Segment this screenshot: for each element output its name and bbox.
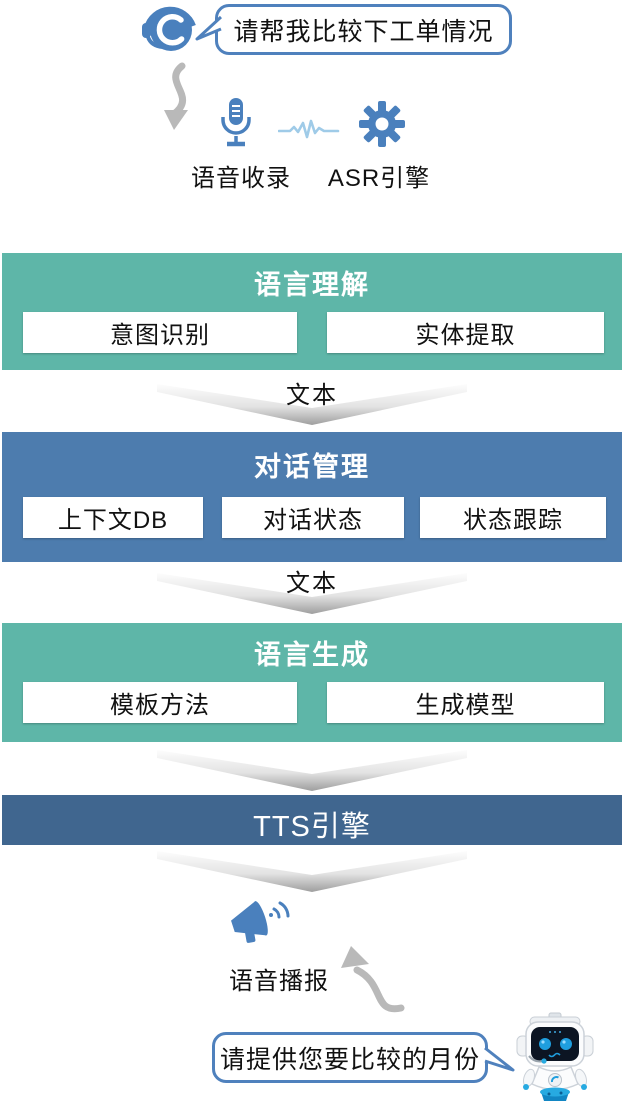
module-label: 意图识别	[110, 322, 210, 349]
chevron-down-arrow	[157, 750, 467, 791]
stage-title: 对话管理	[254, 452, 370, 482]
voice-broadcast-label: 语音播报	[217, 961, 341, 996]
module-entity-extraction: 实体提取	[327, 312, 604, 353]
headset-agent-icon	[142, 6, 196, 51]
voice-broadcast-text: 语音播报	[229, 968, 329, 995]
waveform-icon	[278, 119, 340, 139]
stage-title: 语言理解	[254, 270, 370, 300]
module-intent-recognition: 意图识别	[23, 312, 297, 353]
chevron-down-arrow	[157, 573, 467, 614]
user-speech-text: 请帮我比较下工单情况	[233, 17, 494, 46]
megaphone-icon	[231, 901, 290, 943]
module-label: 模板方法	[110, 692, 210, 719]
connector-text: 文本	[286, 570, 338, 597]
speech-bubble-tail-left	[195, 15, 222, 41]
bot-speech-text: 请提供您要比较的月份	[219, 1045, 480, 1074]
module-generation-model: 生成模型	[327, 682, 604, 723]
stage-title: TTS引擎	[253, 811, 371, 843]
bot-speech-bubble: 请提供您要比较的月份	[212, 1032, 488, 1083]
stage-title: 语言生成	[254, 640, 370, 670]
module-template-method: 模板方法	[23, 682, 297, 723]
asr-engine-text: ASR引擎	[327, 165, 431, 192]
chevron-down-arrow	[157, 851, 467, 892]
connector-text: 文本	[286, 382, 338, 409]
module-dialog-state: 对话状态	[222, 497, 404, 538]
speech-bubble-tail-right	[484, 1046, 515, 1072]
module-label: 实体提取	[415, 322, 516, 349]
microphone-icon	[221, 98, 251, 147]
module-label: 对话状态	[263, 507, 363, 534]
voice-capture-label: 语音收录	[180, 158, 302, 193]
module-label: 状态跟踪	[463, 507, 563, 534]
curved-arrow-up-icon	[341, 946, 405, 1013]
connector-text-label: 文本	[0, 375, 624, 410]
module-state-tracking: 状态跟踪	[420, 497, 606, 538]
module-context-db: 上下文DB	[23, 497, 203, 538]
connector-text-label: 文本	[0, 563, 624, 598]
curved-arrow-down-icon	[164, 62, 188, 130]
gear-icon	[359, 101, 405, 147]
stage-tts-engine: TTS引擎	[2, 795, 622, 845]
chevron-down-arrow	[157, 384, 467, 425]
voice-capture-text: 语音收录	[191, 165, 291, 192]
asr-engine-label: ASR引擎	[318, 158, 440, 193]
user-speech-bubble: 请帮我比较下工单情况	[215, 4, 512, 55]
robot-icon	[516, 1012, 594, 1101]
module-label: 生成模型	[415, 692, 516, 719]
module-label: 上下文DB	[57, 507, 169, 534]
